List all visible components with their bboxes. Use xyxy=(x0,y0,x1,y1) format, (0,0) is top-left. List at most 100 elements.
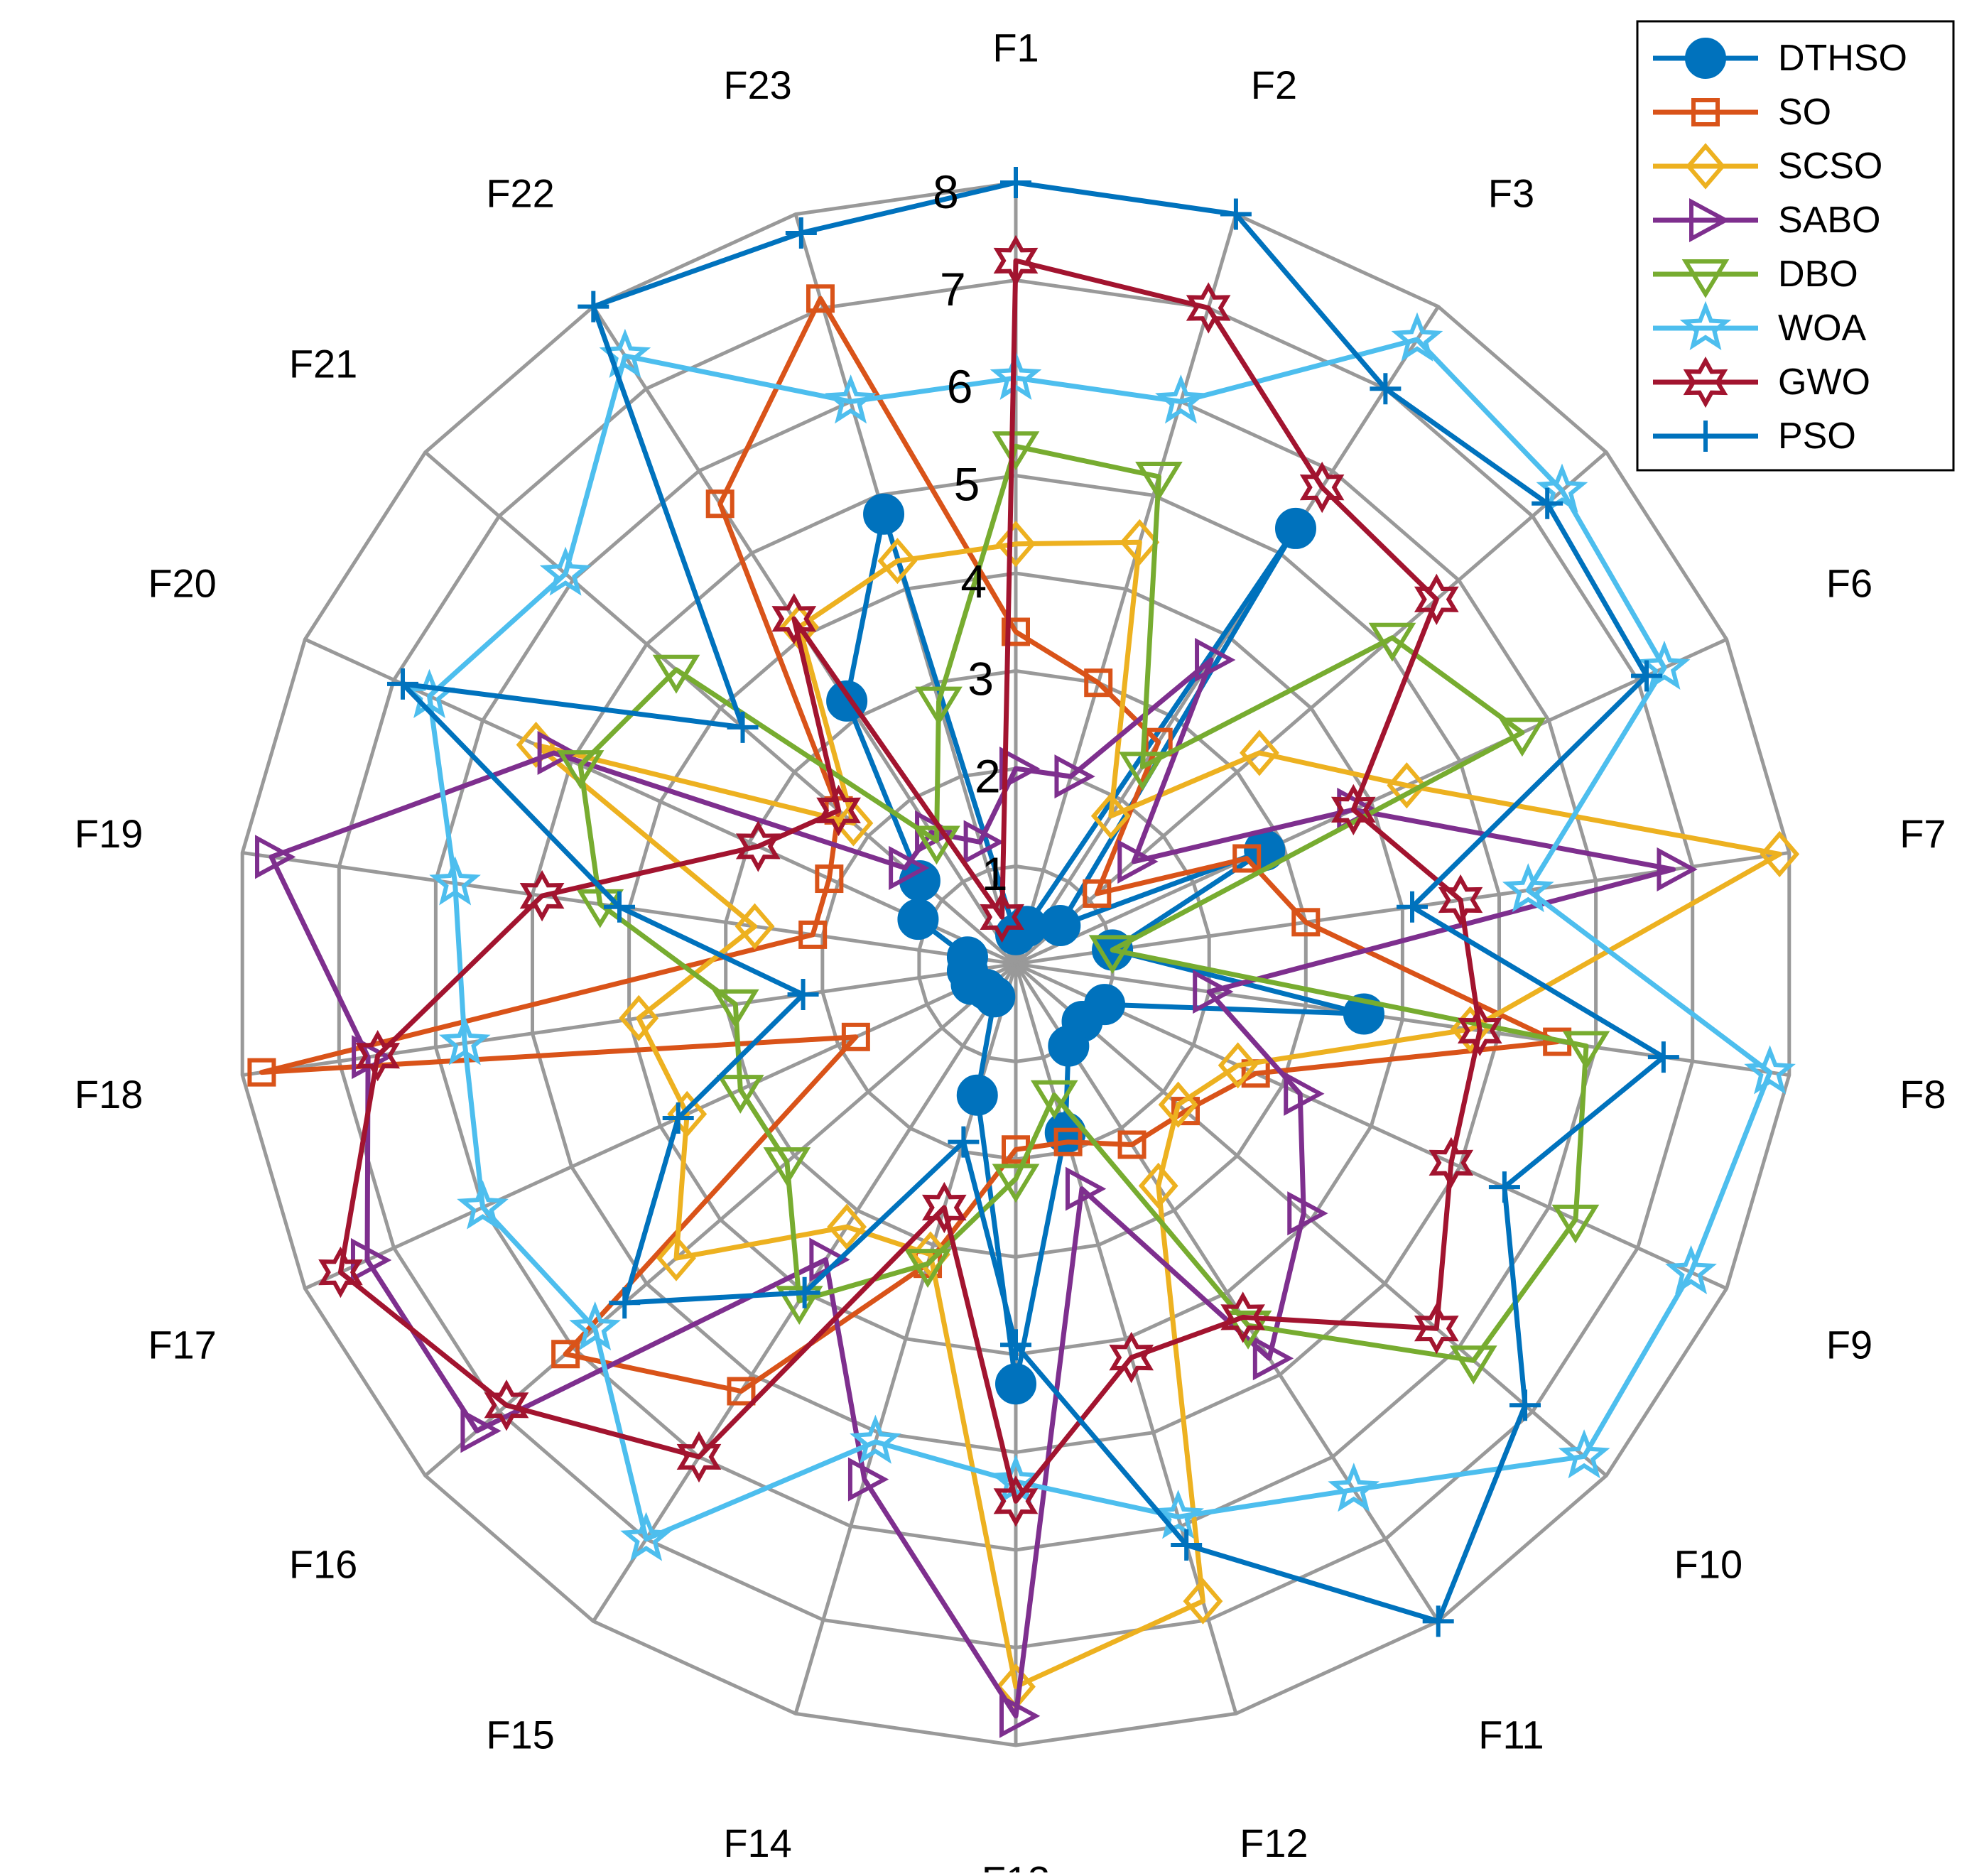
point-gwo-f5 xyxy=(1414,573,1459,625)
category-label-f7: F7 xyxy=(1899,811,1946,856)
point-dthso-f5 xyxy=(1039,904,1081,946)
series-line-dbo xyxy=(578,443,1589,1363)
point-dbo-f14 xyxy=(904,1249,952,1288)
category-label-f17: F17 xyxy=(148,1322,217,1367)
series-line-so xyxy=(259,296,1560,1394)
category-label-f10: F10 xyxy=(1674,1541,1743,1586)
point-dbo-f17 xyxy=(716,1075,764,1114)
point-sabo-f7 xyxy=(1657,847,1698,891)
category-label-f13: F13 xyxy=(982,1858,1051,1873)
point-sabo-f14 xyxy=(847,1457,889,1502)
point-woa-f17 xyxy=(457,1180,509,1230)
point-sabo-f3 xyxy=(1195,637,1236,683)
series-line-sabo xyxy=(269,657,1676,1719)
point-dbo-f5 xyxy=(1368,622,1416,662)
point-gwo-f21 xyxy=(816,784,861,837)
point-pso-f8 xyxy=(1647,1041,1679,1073)
point-so-f7 xyxy=(1291,908,1321,937)
point-pso-f14 xyxy=(948,1126,980,1158)
ring-label-6: 6 xyxy=(947,360,973,413)
point-scso-f15 xyxy=(827,1203,867,1250)
ring-label-5: 5 xyxy=(954,457,980,510)
point-woa-f14 xyxy=(850,1414,901,1464)
ring-label-2: 2 xyxy=(975,750,1001,803)
series-dthso xyxy=(826,493,1384,1405)
point-woa-f7 xyxy=(1502,863,1554,913)
point-dbo-f7 xyxy=(1088,935,1137,975)
point-so-f6 xyxy=(1232,844,1262,873)
point-sabo-f9 xyxy=(1284,1071,1325,1116)
point-gwo-f17 xyxy=(318,1246,363,1298)
point-scso-f12 xyxy=(1183,1578,1223,1625)
legend-item-woa: WOA xyxy=(1653,300,1867,350)
point-scso-f17 xyxy=(667,1090,708,1137)
point-woa-f23 xyxy=(825,374,877,424)
point-dthso-f11 xyxy=(1048,1025,1090,1067)
legend-item-dthso: DTHSO xyxy=(1653,38,1907,79)
category-label-f9: F9 xyxy=(1826,1322,1872,1367)
legend-label-scso: SCSO xyxy=(1778,146,1882,187)
point-scso-f7 xyxy=(1760,830,1800,878)
legend-label-sabo: SABO xyxy=(1778,200,1881,241)
point-scso-f21 xyxy=(833,800,874,847)
point-pso-f20 xyxy=(386,668,418,700)
point-pso-f22 xyxy=(578,291,609,322)
point-scso-f9 xyxy=(1218,1042,1258,1089)
point-scso-f11 xyxy=(1138,1162,1178,1209)
point-sabo-f5 xyxy=(1117,839,1159,884)
point-gwo-f14 xyxy=(921,1181,967,1234)
point-scso-f1 xyxy=(996,521,1036,568)
point-scso-f2 xyxy=(1120,519,1160,565)
legend-marker-scso xyxy=(1686,143,1725,190)
point-dbo-f13 xyxy=(992,1164,1040,1203)
point-gwo-f15 xyxy=(676,1431,722,1483)
category-label-f20: F20 xyxy=(148,561,217,606)
point-so-f1 xyxy=(1002,617,1030,646)
point-scso-f5 xyxy=(1239,730,1279,776)
point-woa-f18 xyxy=(438,1016,491,1066)
point-scso-f6 xyxy=(1387,762,1427,809)
point-dbo-f6 xyxy=(1498,717,1546,757)
point-sabo-f23 xyxy=(963,820,1004,864)
series-sabo xyxy=(255,637,1698,1738)
point-sabo-f13 xyxy=(999,1693,1041,1738)
legend-label-dthso: DTHSO xyxy=(1778,38,1907,79)
point-gwo-f20 xyxy=(735,820,781,872)
point-sabo-f20 xyxy=(537,730,578,776)
point-dbo-f8 xyxy=(1562,1031,1610,1070)
point-dthso-f13 xyxy=(995,1363,1036,1405)
point-gwo-f7 xyxy=(1438,874,1483,926)
point-so-f16 xyxy=(551,1340,580,1369)
legend-label-pso: PSO xyxy=(1778,416,1856,457)
point-gwo-f11 xyxy=(1220,1291,1265,1343)
point-gwo-f9 xyxy=(1429,1137,1474,1189)
point-dbo-f21 xyxy=(652,654,700,694)
point-sabo-f16 xyxy=(460,1409,502,1453)
point-gwo-f10 xyxy=(1414,1303,1459,1355)
point-gwo-f3 xyxy=(1299,461,1345,514)
point-pso-f3 xyxy=(1370,373,1402,405)
legend-marker-so xyxy=(1691,98,1720,126)
point-scso-f18 xyxy=(619,994,659,1041)
category-label-f19: F19 xyxy=(75,811,143,856)
series-gwo xyxy=(318,234,1502,1527)
category-label-f18: F18 xyxy=(75,1072,143,1117)
legend-marker-dbo xyxy=(1681,259,1730,298)
point-pso-f21 xyxy=(727,711,759,743)
point-so-f2 xyxy=(1084,668,1113,698)
point-sabo-f2 xyxy=(1054,754,1095,799)
legend-marker-dthso xyxy=(1685,38,1726,79)
point-sabo-f10 xyxy=(1287,1191,1328,1236)
point-gwo-f8 xyxy=(1457,1004,1502,1057)
category-label-f22: F22 xyxy=(486,170,555,215)
category-label-f2: F2 xyxy=(1251,63,1297,107)
point-dbo-f10 xyxy=(1449,1345,1497,1385)
point-so-f17 xyxy=(841,1022,870,1051)
legend-item-sabo: SABO xyxy=(1653,197,1881,243)
legend-label-dbo: DBO xyxy=(1778,254,1858,295)
legend-label-woa: WOA xyxy=(1778,308,1867,349)
point-so-f11 xyxy=(1117,1130,1147,1159)
legend-marker-sabo xyxy=(1689,197,1730,243)
point-gwo-f16 xyxy=(484,1379,529,1431)
